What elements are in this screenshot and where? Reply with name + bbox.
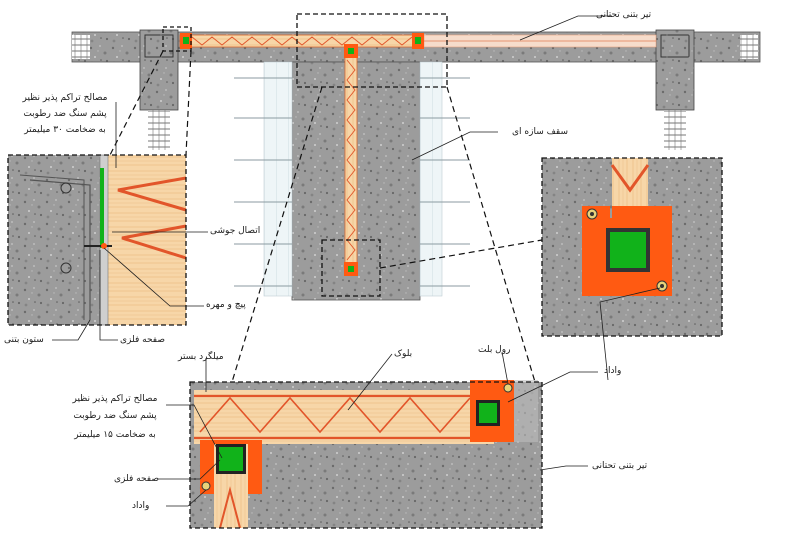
rebar-stub-right [740,35,758,59]
plan-view [71,13,761,301]
label-block: بلوک [394,349,413,359]
label-ground-beam-bottom: تیر بتنی تحتانی [592,461,648,471]
column-right [655,29,695,111]
label-adhesive-top-1: مصالح تراکم پذیر نظیر [22,93,108,103]
label-steel-plate-left: صفحه فلزی [120,335,165,345]
detail-bottom-block [194,390,494,444]
detail-bottom [189,380,543,529]
label-concrete-column: ستون بتنی [4,335,44,345]
rebar-stub-left [72,35,90,59]
detail-left-block [104,155,186,325]
detail-left [7,154,187,326]
wall-panels-left [234,61,293,297]
detail-right-steel-box [610,232,646,268]
detail-bottom-mesh [199,396,471,434]
label-adhesive-top-2: پشم سنگ ضد رطوبت [23,109,107,119]
label-bolt-nut: پیچ و مهره [206,300,246,310]
column-left-rebar [148,110,170,150]
block-strip-horizontal [179,34,421,48]
label-mesh-bed: میلگرد بستر [178,352,224,362]
label-adhesive-top-3: به ضخامت ۳۰ میلیمتر [24,125,106,135]
label-adhesive-bottom-3: به ضخامت ۱۵ میلیمتر [74,430,156,440]
label-steel-plate-bottom: صفحه فلزی [114,474,159,484]
wall-panels-right [419,61,470,297]
label-tie-right: واداد [604,366,622,376]
detail-left-steel-plate [100,168,104,248]
callout-frame-left [162,26,192,52]
label-rawl-bolt: رول بلت [478,345,511,355]
label-adhesive-bottom-1: مصالح تراکم پذیر نظیر [72,394,158,404]
label-tie-bottom: واداد [132,501,150,511]
detail-right [541,157,723,337]
column-left [139,29,179,111]
callout-frame-top [296,13,448,88]
label-ground-beam-top: تیر بتنی تحتانی [596,10,652,20]
detail-bottom-steel-box [219,447,243,471]
callout-frame-bottom [321,239,381,297]
column-right-rebar [664,110,686,150]
label-weld-connection: اتصال جوشی [210,226,261,236]
leader-lines [52,15,661,507]
detail-left-concrete [8,155,100,325]
label-adhesive-bottom-2: پشم سنگ ضد رطوبت [73,411,157,421]
label-roof-structure: سقف سازه ای [512,127,569,137]
